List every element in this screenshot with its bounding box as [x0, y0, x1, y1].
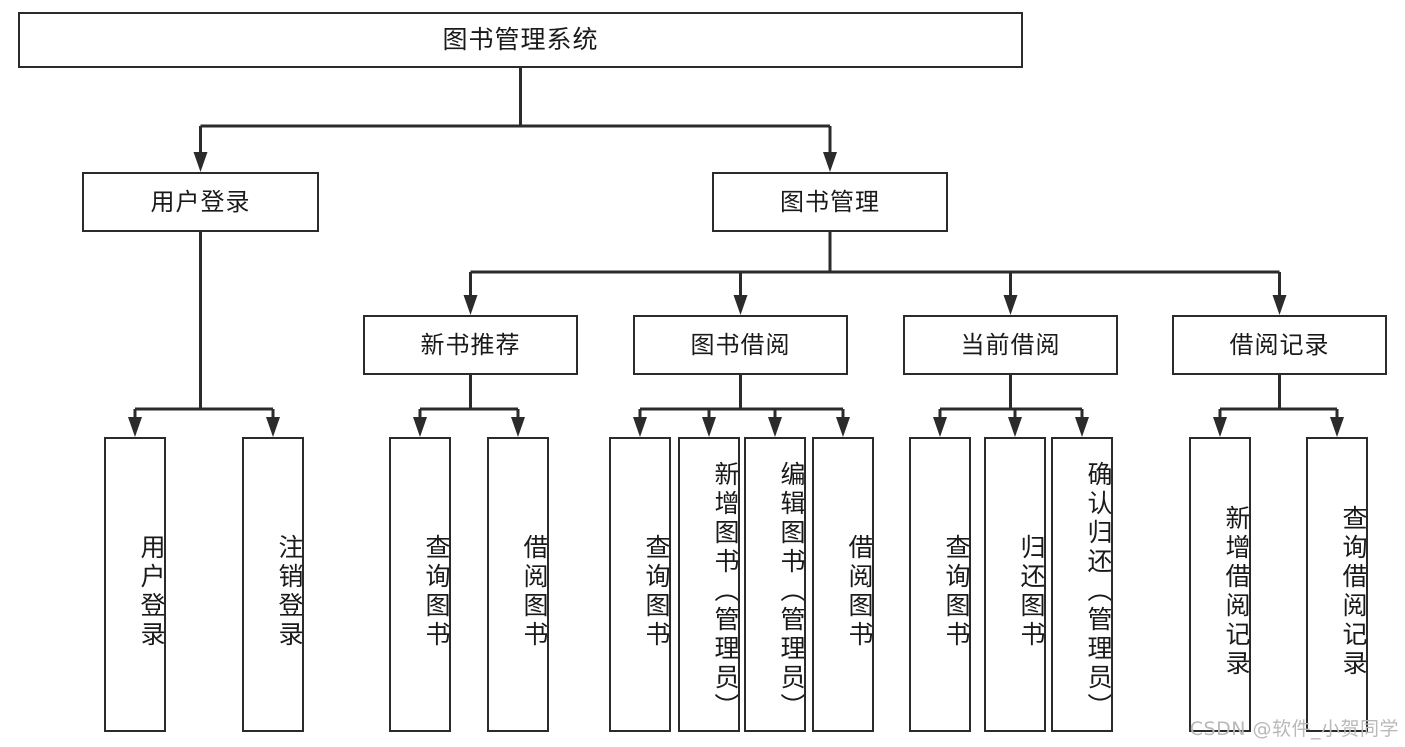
leaf-user-logout-label: 注销登录 [275, 533, 304, 650]
node-book-borrow[interactable]: 图书借阅 [633, 315, 848, 375]
node-root[interactable]: 图书管理系统 [18, 12, 1023, 68]
leaf-query-book-3[interactable]: 查询图书 [909, 437, 971, 732]
leaf-add-record-label: 新增借阅记录 [1222, 504, 1251, 679]
leaf-return-book-label: 归还图书 [1017, 533, 1046, 650]
leaf-edit-book-label: 编辑图书（管理员） [777, 461, 806, 722]
node-book-manage[interactable]: 图书管理 [712, 172, 948, 232]
leaf-add-book-label: 新增图书（管理员） [711, 461, 740, 722]
leaf-query-book-2-label: 查询图书 [642, 533, 671, 650]
leaf-borrow-book-1-label: 借阅图书 [520, 533, 549, 650]
node-root-label: 图书管理系统 [442, 25, 599, 54]
node-book-manage-label: 图书管理 [780, 187, 880, 216]
node-book-borrow-label: 图书借阅 [690, 330, 791, 359]
node-user-login-label: 用户登录 [150, 187, 251, 216]
leaf-query-record-label: 查询借阅记录 [1339, 504, 1368, 679]
node-current-borrow-label: 当前借阅 [960, 330, 1061, 359]
leaf-add-record[interactable]: 新增借阅记录 [1189, 437, 1251, 732]
leaf-edit-book[interactable]: 编辑图书（管理员） [744, 437, 806, 732]
leaf-add-book[interactable]: 新增图书（管理员） [678, 437, 740, 732]
node-new-book-rec[interactable]: 新书推荐 [363, 315, 578, 375]
node-new-book-rec-label: 新书推荐 [420, 330, 521, 359]
leaf-confirm-return-label: 确认归还（管理员） [1084, 461, 1113, 722]
leaf-user-logout[interactable]: 注销登录 [242, 437, 304, 732]
node-current-borrow[interactable]: 当前借阅 [903, 315, 1118, 375]
leaf-query-book-1-label: 查询图书 [422, 533, 451, 650]
watermark: CSDN @软件_小贺同学 [1189, 718, 1399, 740]
leaf-confirm-return[interactable]: 确认归还（管理员） [1051, 437, 1113, 732]
leaf-user-login[interactable]: 用户登录 [104, 437, 166, 732]
leaf-borrow-book-2[interactable]: 借阅图书 [812, 437, 874, 732]
leaf-query-book-2[interactable]: 查询图书 [609, 437, 671, 732]
leaf-borrow-book-1[interactable]: 借阅图书 [487, 437, 549, 732]
leaf-query-book-1[interactable]: 查询图书 [389, 437, 451, 732]
leaf-query-record[interactable]: 查询借阅记录 [1306, 437, 1368, 732]
leaf-query-book-3-label: 查询图书 [942, 533, 971, 650]
node-borrow-record[interactable]: 借阅记录 [1172, 315, 1387, 375]
node-user-login[interactable]: 用户登录 [82, 172, 319, 232]
leaf-return-book[interactable]: 归还图书 [984, 437, 1046, 732]
leaf-borrow-book-2-label: 借阅图书 [845, 533, 874, 650]
node-borrow-record-label: 借阅记录 [1229, 330, 1330, 359]
leaf-user-login-label: 用户登录 [137, 533, 166, 650]
